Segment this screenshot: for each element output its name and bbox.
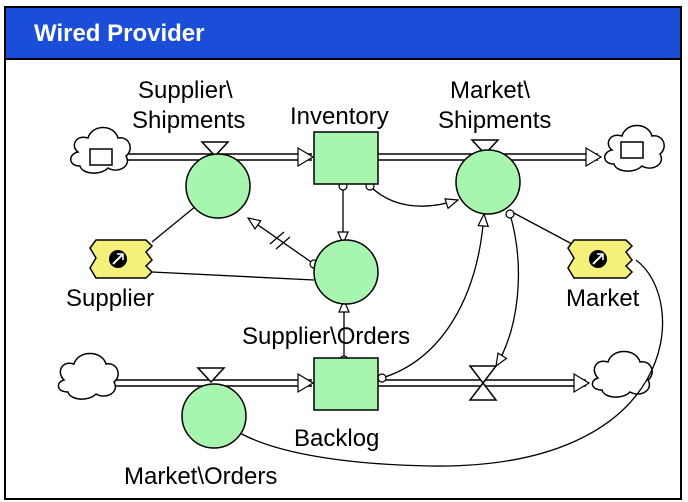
title-bar: Wired Provider [6,8,680,60]
source-cloud-top [70,126,131,174]
market-orders-valve [196,367,226,384]
market-token[interactable] [567,239,634,279]
backlog-stock[interactable] [313,357,379,411]
label-market-shipments-line1: Market\ [450,77,530,104]
connectors [151,185,664,467]
label-market-orders: Market\Orders [124,463,277,490]
label-supplier-shipments-line1: Supplier\ [138,77,233,104]
market-shipments-valve [470,139,500,156]
label-backlog: Backlog [294,425,379,452]
label-supplier-shipments-line2: Shipments [132,107,245,134]
supplier-shipments-valve [200,141,230,158]
diagram-title: Wired Provider [34,20,205,47]
supplier-token[interactable] [89,239,154,279]
label-supplier-orders: Supplier\Orders [242,323,410,350]
inventory-stock[interactable] [313,131,379,185]
label-inventory: Inventory [290,103,389,130]
market-orders-node[interactable] [181,383,247,449]
backlog-outflow-valve [468,365,498,401]
label-market-shipments-line2: Shipments [438,107,551,134]
label-supplier: Supplier [66,285,154,312]
source-cloud-bottom [57,352,119,400]
sink-cloud-top [604,124,665,172]
supplier-shipments-node[interactable] [185,153,251,219]
label-market: Market [566,285,640,312]
sink-cloud-bottom [591,350,653,398]
market-shipments-node[interactable] [455,149,521,215]
supplier-orders-node[interactable] [313,239,379,305]
